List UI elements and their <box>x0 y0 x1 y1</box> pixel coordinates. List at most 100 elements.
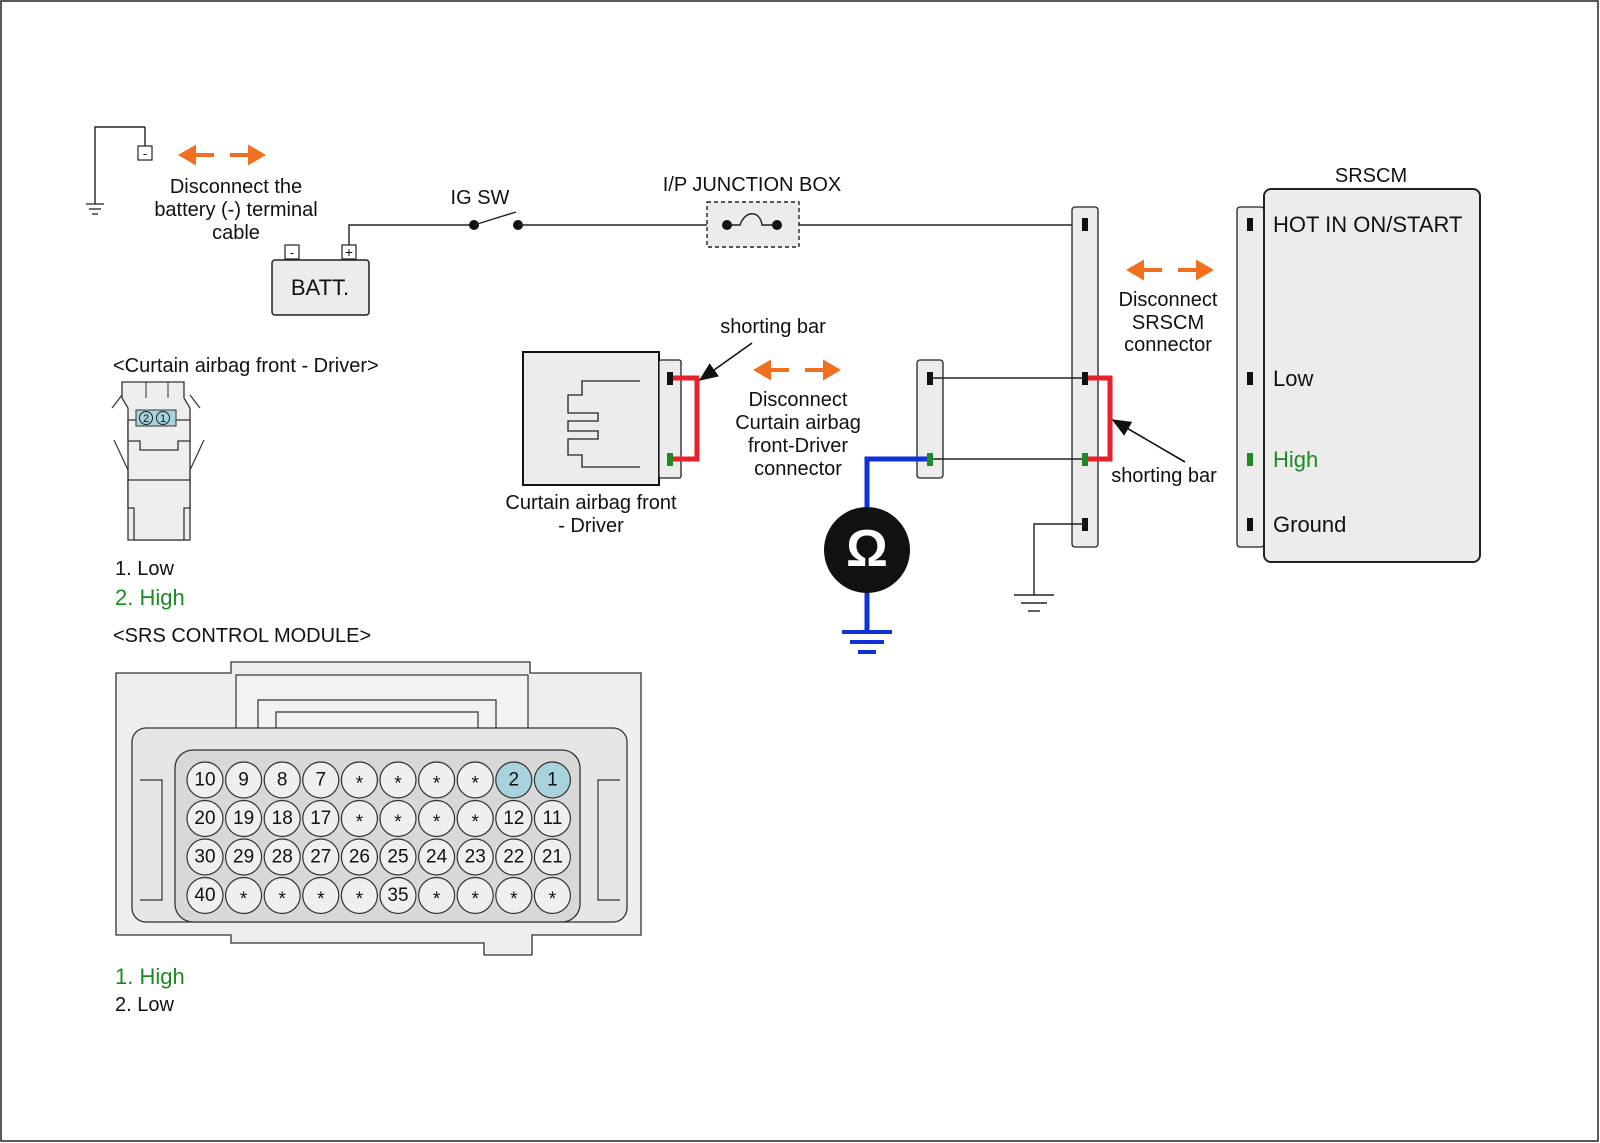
srs-pin <box>456 799 494 838</box>
srs-module-title: <SRS CONTROL MODULE> <box>113 625 371 647</box>
srs-pin <box>225 838 263 876</box>
curtain-legend-low: 1. Low <box>115 558 174 580</box>
srs-pin-label: 18 <box>272 808 293 829</box>
srs-pin-label: 11 <box>543 808 563 829</box>
srs-pin-label: 24 <box>426 847 448 868</box>
ground-icon <box>1014 594 1054 612</box>
airbag-harness-connector <box>916 359 944 479</box>
srs-pin-label: 1 <box>547 770 558 791</box>
srs-pin-label: * <box>356 812 364 833</box>
srscm-pin-hot: HOT IN ON/START <box>1273 212 1462 237</box>
srs-pin <box>456 876 494 915</box>
battery-note-line3: cable <box>212 222 260 244</box>
test-lead <box>864 456 927 632</box>
srs-pin-label: * <box>278 889 286 910</box>
battery-neg-label: - <box>290 245 294 260</box>
srs-pin <box>379 838 417 876</box>
srs-pin-label: * <box>510 889 518 910</box>
srs-pin <box>225 799 263 838</box>
battery-neg-term-label: - <box>143 146 147 161</box>
airbag-note-line3: front-Driver <box>748 435 848 457</box>
srs-pin-label: 9 <box>238 770 249 791</box>
srs-pin-label: 17 <box>310 808 331 829</box>
srs-pin <box>225 761 263 799</box>
srs-pin <box>302 799 340 838</box>
srs-pin-label: 7 <box>316 770 327 791</box>
srs-pin <box>533 799 572 838</box>
srs-pin-label: * <box>471 812 479 833</box>
srs-pin <box>225 876 263 915</box>
srs-pin-label: 10 <box>194 770 215 791</box>
srs-pin <box>340 761 378 799</box>
srs-pin <box>418 761 456 799</box>
srs-pin-label: * <box>394 774 402 795</box>
srs-pin <box>495 876 533 915</box>
srs-pin <box>533 761 572 799</box>
ohmmeter-symbol: Ω <box>846 520 888 578</box>
srs-pin-label: 8 <box>277 770 288 791</box>
srs-pin-label: 22 <box>503 847 524 868</box>
srs-pin <box>302 876 340 915</box>
srs-pin-label: 19 <box>233 808 254 829</box>
srscm-title: SRSCM <box>1335 165 1407 187</box>
srs-pin <box>186 838 224 876</box>
srs-pin-label: 40 <box>194 885 215 906</box>
junction-box-label: I/P JUNCTION BOX <box>663 174 842 196</box>
srs-pin-label: 30 <box>194 847 215 868</box>
ig-switch-label: IG SW <box>451 187 510 209</box>
srscm-pin-low: Low <box>1273 366 1313 391</box>
srs-pin <box>263 761 301 799</box>
srs-pin-label: * <box>356 774 364 795</box>
arrow-right-icon <box>805 359 841 381</box>
srs-pin-label: 28 <box>272 847 293 868</box>
srs-pin <box>186 876 224 915</box>
srs-pin <box>456 838 494 876</box>
airbag-note-line4: connector <box>754 458 842 480</box>
srs-pin <box>263 838 301 876</box>
srs-pin-label: 25 <box>387 847 408 868</box>
srs-pin <box>263 799 301 838</box>
srs-pin <box>418 838 456 876</box>
ohmmeter-icon: Ω <box>824 507 910 593</box>
srs-pin-label: * <box>240 889 248 910</box>
disconnect-arrows-icon <box>753 359 841 381</box>
srscm-module: SRSCM HOT IN ON/START Low High Ground <box>1236 165 1481 563</box>
srs-pin <box>340 876 378 915</box>
srs-pin <box>418 799 456 838</box>
srs-pin-label: 12 <box>503 808 524 829</box>
srs-pin-label: * <box>471 889 479 910</box>
srs-pin-label: * <box>394 812 402 833</box>
srs-pin-label: * <box>317 889 325 910</box>
srs-pin-label: * <box>549 889 557 910</box>
right-shorting-bar <box>1088 375 1113 462</box>
srs-pin-label: 27 <box>310 847 331 868</box>
srs-pin <box>379 799 417 838</box>
ig-switch: IG SW <box>451 187 523 230</box>
left-shorting-bar <box>673 375 700 462</box>
srs-pin-label: 21 <box>542 847 563 868</box>
airbag-note-line1: Disconnect <box>749 389 848 411</box>
srs-pin-label: 23 <box>465 847 486 868</box>
arrow-left-icon <box>753 359 789 381</box>
arrow-right-icon <box>230 144 266 166</box>
airbag-note-line2: Curtain airbag <box>735 412 861 434</box>
ground-icon <box>842 630 892 654</box>
srscm-note-line2: SRSCM <box>1132 312 1204 334</box>
srs-pin <box>379 876 417 915</box>
battery-note-line2: battery (-) terminal <box>154 199 317 221</box>
srs-pin <box>495 799 533 838</box>
power-wire <box>348 224 474 245</box>
disconnect-arrows-icon <box>1126 259 1214 281</box>
battery-pos-label: + <box>345 244 353 260</box>
srs-pin <box>340 838 378 876</box>
left-shorting-bar-label: shorting bar <box>720 316 826 338</box>
srs-pin-label: 26 <box>349 847 370 868</box>
srs-pin <box>418 876 456 915</box>
srs-pin <box>495 838 533 876</box>
srs-pin-label: * <box>433 774 441 795</box>
srs-pin <box>379 761 417 799</box>
junction-box: I/P JUNCTION BOX <box>663 174 842 248</box>
